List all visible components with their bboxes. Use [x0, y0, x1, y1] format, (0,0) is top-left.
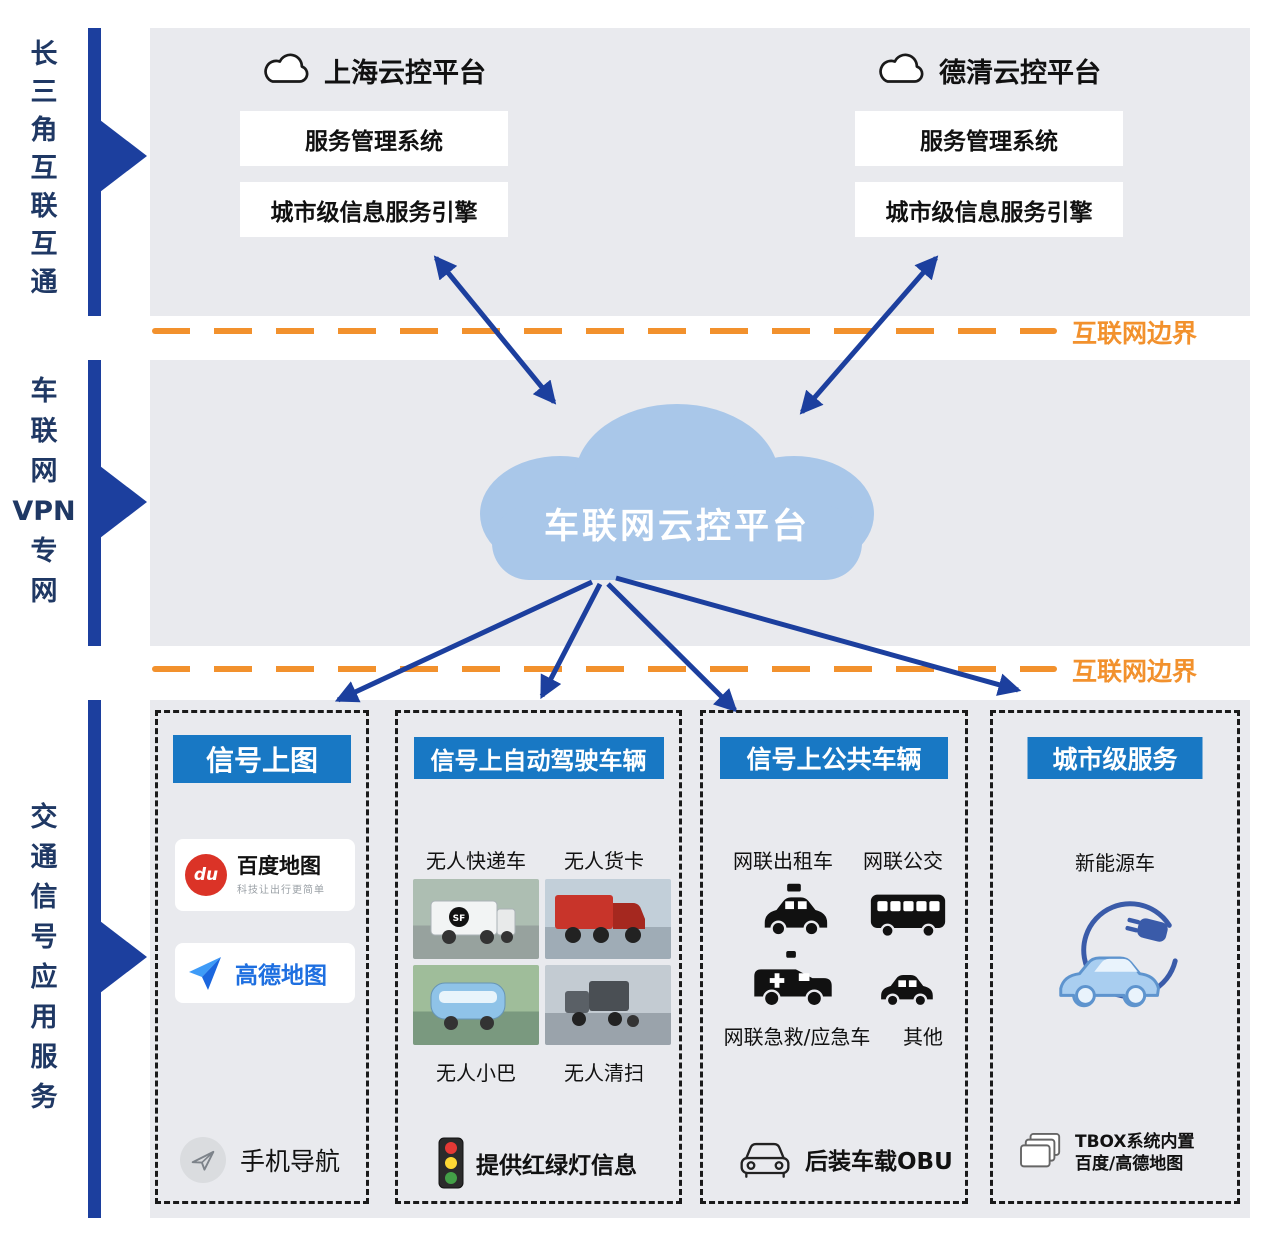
autonomous-labels-bottom: 无人小巴 无人清扫 — [412, 1057, 668, 1086]
label-other: 其他 — [903, 1025, 943, 1049]
sidebar-arrow-3-icon — [100, 921, 147, 993]
baidu-name: 百度地图 — [237, 854, 321, 878]
traffic-light-icon — [438, 1137, 464, 1189]
label-sweeper: 无人清扫 — [564, 1061, 644, 1085]
shanghai-platform-title: 上海云控平台 — [262, 44, 486, 96]
obu-row: 后装车载OBU — [737, 1137, 953, 1181]
column-header: 信号上图 — [173, 735, 351, 783]
label-connected-bus: 网联公交 — [863, 849, 943, 873]
taxi-icon — [764, 883, 828, 937]
column-header: 城市级服务 — [1027, 737, 1203, 779]
vehicle-network-cloud: 车联网云控平台 — [442, 388, 912, 596]
baidu-slogan: 科技让出行更简单 — [237, 885, 325, 896]
photo-cargo-truck — [545, 879, 671, 959]
navigation-arrow-icon — [180, 1137, 226, 1183]
car-icon — [881, 975, 933, 1008]
deqing-platform: 德清云控平台 服务管理系统 城市级信息服务引擎 — [855, 44, 1123, 237]
sidebar-bar-3 — [88, 700, 101, 1218]
city-info-engine-box: 城市级信息服务引擎 — [240, 182, 508, 237]
internet-boundary-line-top — [152, 328, 1057, 334]
public-labels-top: 网联出租车 网联公交 — [723, 845, 963, 874]
column-public-vehicles: 信号上公共车辆 网联出租车 网联公交 — [700, 710, 968, 1204]
column-autonomous-vehicles: 信号上自动驾驶车辆 无人快递车 无人货卡 SF — [395, 710, 682, 1204]
bus-icon — [870, 894, 946, 938]
deqing-platform-title: 德清云控平台 — [877, 44, 1101, 96]
cloud-platform-label: 车联网云控平台 — [543, 507, 810, 547]
band-yangtze-delta — [150, 28, 1250, 316]
baidu-text-block: 百度地图 科技让出行更简单 — [237, 854, 325, 896]
photo-delivery-van: SF — [413, 879, 539, 959]
amap-paper-plane-icon — [189, 957, 221, 990]
sidebar-bar-2 — [88, 360, 101, 646]
car-obu-icon — [740, 1142, 790, 1178]
baidu-logo-icon: du — [185, 854, 227, 896]
column-city-service: 城市级服务 新能源车 TBOX系统内置百度/高德地图 — [990, 710, 1240, 1204]
traffic-light-info-row: 提供红绿灯信息 — [438, 1137, 637, 1189]
service-management-box: 服务管理系统 — [240, 111, 508, 166]
autonomous-labels-top: 无人快递车 无人货卡 — [412, 845, 668, 874]
label-minibus: 无人小巴 — [436, 1061, 516, 1085]
obu-label: 后装车载OBU — [805, 1149, 953, 1175]
shanghai-platform: 上海云控平台 服务管理系统 城市级信息服务引擎 — [240, 44, 508, 237]
label-emergency-vehicle: 网联急救/应急车 — [723, 1025, 871, 1049]
vehicle-photos-grid: SF — [413, 879, 671, 1045]
baidu-maps-logo-card: du 百度地图 科技让出行更简单 — [175, 839, 355, 911]
electric-vehicle-icon — [1059, 901, 1178, 1008]
photo-street-sweeper — [545, 965, 671, 1045]
internet-boundary-line-bottom — [152, 666, 1057, 672]
internet-boundary-label-bottom: 互联网边界 — [1072, 657, 1198, 686]
tbox-label: TBOX系统内置百度/高德地图 — [1075, 1132, 1195, 1174]
sidebar-arrow-1-icon — [100, 120, 147, 192]
photo-minibus — [413, 965, 539, 1045]
stacked-maps-icon — [1020, 1132, 1061, 1168]
internet-boundary-label-top: 互联网边界 — [1072, 319, 1198, 348]
platform-title-text: 德清云控平台 — [939, 57, 1101, 89]
tbox-row: TBOX系统内置百度/高德地图 — [1019, 1131, 1195, 1175]
platform-title-text: 上海云控平台 — [324, 57, 486, 89]
cloud-outline-icon — [879, 53, 924, 83]
label-connected-taxi: 网联出租车 — [733, 849, 833, 873]
amap-logo-card: 高德地图 — [175, 943, 355, 1003]
amap-name: 高德地图 — [235, 963, 327, 989]
label-cargo-truck: 无人货卡 — [564, 849, 644, 873]
sidebar-label-traffic-signal-services: 交通信号应用服务 — [30, 802, 58, 1113]
cloud-outline-icon — [264, 53, 309, 83]
phone-navigation-row: 手机导航 — [180, 1137, 340, 1183]
sidebar-label-yangtze-delta: 长三角互联互通 — [30, 39, 58, 298]
label-new-energy-vehicle: 新能源车 — [1075, 851, 1155, 875]
ambulance-icon — [754, 951, 832, 1008]
label-delivery-vehicle: 无人快递车 — [426, 849, 526, 873]
column-header: 信号上公共车辆 — [720, 737, 948, 779]
public-labels-bottom: 网联急救/应急车 其他 — [711, 1021, 963, 1050]
traffic-light-info-label: 提供红绿灯信息 — [476, 1153, 637, 1179]
phone-navigation-label: 手机导航 — [240, 1147, 341, 1176]
cloud-shape — [480, 404, 874, 580]
city-info-engine-box: 城市级信息服务引擎 — [855, 182, 1123, 237]
service-management-box: 服务管理系统 — [855, 111, 1123, 166]
column-header: 信号上自动驾驶车辆 — [413, 737, 664, 779]
sidebar-arrow-2-icon — [100, 466, 147, 538]
sidebar-bar-1 — [88, 28, 101, 316]
column-signal-on-map: 信号上图 du 百度地图 科技让出行更简单 高德地图 手机导航 — [155, 710, 369, 1204]
sf-badge: SF — [453, 914, 466, 924]
